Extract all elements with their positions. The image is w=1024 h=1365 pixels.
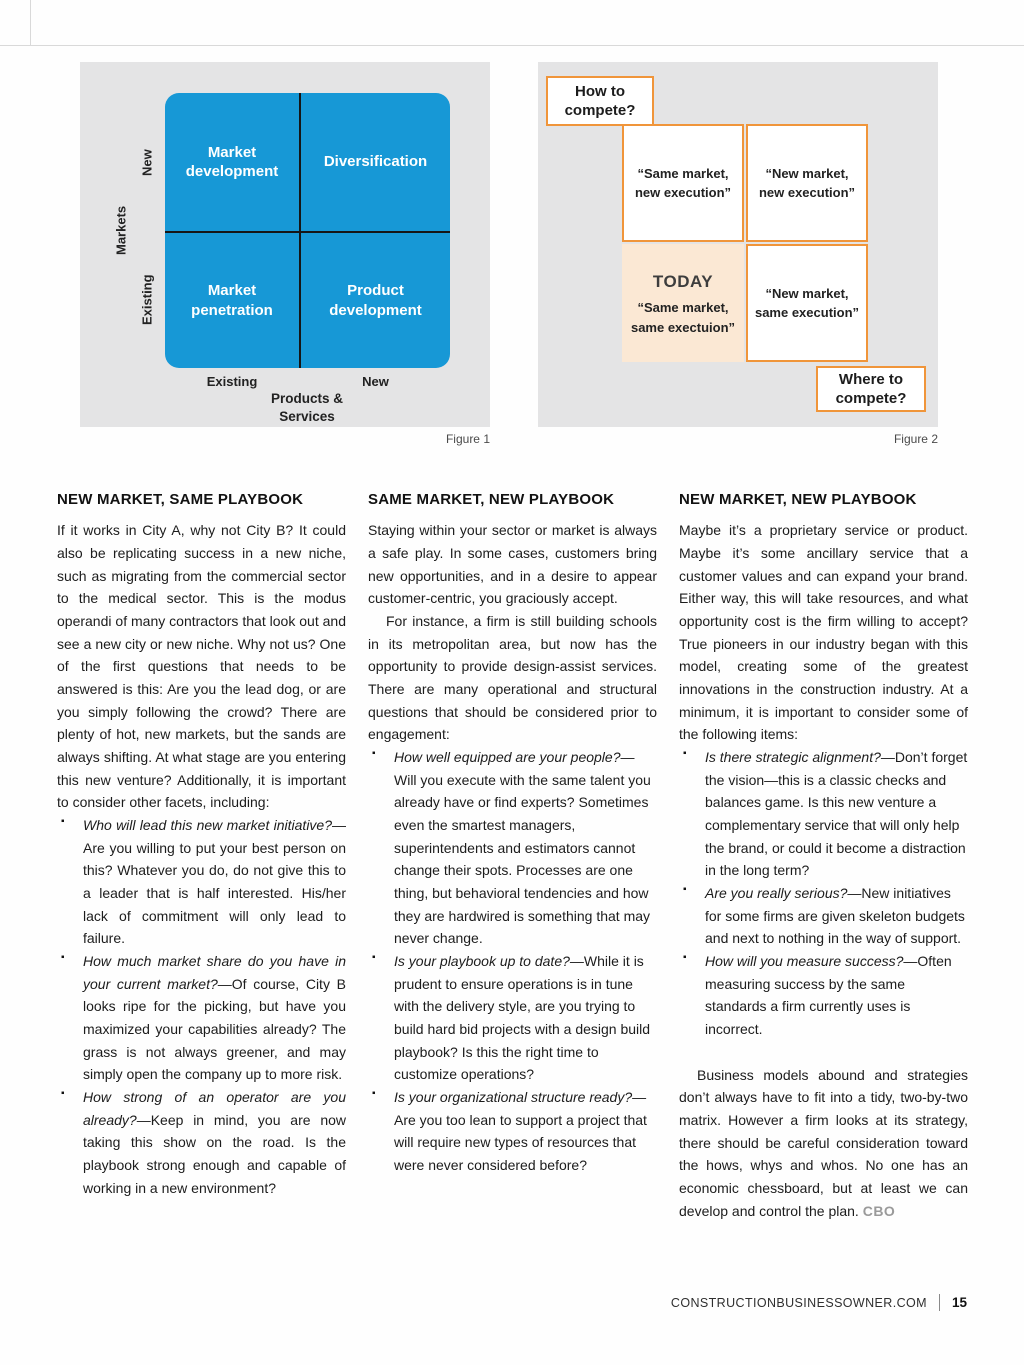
ansoff-matrix: Market development Diversification Marke…	[165, 93, 450, 368]
bullet-text: —While it is prudent to ensure operation…	[394, 953, 651, 1083]
where-to-compete-label: Where to compete?	[816, 366, 926, 412]
footer-website: CONSTRUCTIONBUSINESSOWNER.COM	[670, 1295, 927, 1310]
column-same-market-new-playbook: SAME MARKET, NEW PLAYBOOK Staying within…	[368, 488, 657, 1177]
list-item: ▪ Is your organizational structure ready…	[368, 1086, 657, 1177]
bullet-icon: ▪	[372, 952, 376, 964]
closing-text: Business models abound and strategies do…	[679, 1066, 968, 1219]
bullet-icon: ▪	[61, 952, 65, 964]
figure-2: How to compete? “Same market, new execut…	[538, 62, 938, 446]
bullet-icon: ▪	[61, 816, 65, 828]
bullet-text: —Of course, City B looks ripe for the pi…	[83, 975, 346, 1083]
bullet-text: —Often measuring success by the same sta…	[705, 953, 952, 1038]
quadrant-market-development: Market development	[185, 143, 279, 181]
cell-today-same-market-same-execution: TODAY “Same market, same exectuion”	[622, 244, 744, 362]
list-item: ▪ Is your playbook up to date?—While it …	[368, 950, 657, 1086]
paragraph: Maybe it’s a proprietary service or prod…	[679, 522, 968, 743]
cell-new-market-new-execution: “New market, new execution”	[746, 124, 868, 242]
bullet-question: How well equipped are your people?	[394, 749, 621, 766]
bullet-question: Are you really serious?	[705, 885, 848, 902]
quadrant-product-development: Product development	[329, 282, 422, 319]
bullet-question: Is your organizational structure ready?	[394, 1089, 633, 1106]
quadrant-market-penetration: Market penetration	[191, 282, 273, 319]
list-item: ▪ How strong of an operator are you alre…	[57, 1086, 346, 1199]
figure-1-caption: Figure 1	[445, 432, 490, 446]
bullet-question: How strong of an operator are you alread…	[83, 1089, 346, 1128]
x-axis-label-existing: Existing	[206, 374, 258, 389]
list-item: ▪ Is there strategic alignment?—Don’t fo…	[679, 746, 968, 882]
bullet-text: —New initiatives for some firms are give…	[705, 885, 965, 947]
paragraph: If it works in City A, why not City B? I…	[57, 522, 346, 811]
bullet-text: —Don’t forget the vision—this is a class…	[705, 749, 968, 879]
section-heading: NEW MARKET, SAME PLAYBOOK	[57, 491, 304, 508]
bullet-icon: ▪	[683, 884, 687, 896]
bullet-question: How much market share do you have in you…	[83, 953, 346, 992]
bullet-text: —Are you too lean to support a project t…	[394, 1089, 647, 1174]
paragraph: For instance, a firm is still building s…	[368, 612, 657, 743]
x-axis-title: Products & Services	[270, 391, 343, 424]
bullet-icon: ▪	[372, 748, 376, 760]
today-label: TODAY	[652, 271, 714, 291]
figure-1: Markets New Existing Market development …	[80, 62, 490, 446]
column-new-market-same-playbook: NEW MARKET, SAME PLAYBOOK If it works in…	[57, 488, 346, 1199]
top-tick-rule	[30, 0, 31, 45]
bullet-icon: ▪	[372, 1088, 376, 1100]
bullet-text: —Are you willing to put your best person…	[83, 817, 346, 947]
matrix-horizontal-divider	[165, 231, 450, 233]
quadrant-diversification: Diversification	[323, 153, 428, 171]
list-item: ▪ How well equipped are your people?—Wil…	[368, 746, 657, 950]
matrix-vertical-divider	[299, 93, 301, 368]
y-axis-label-existing: Existing	[139, 274, 155, 326]
column-new-market-new-playbook: NEW MARKET, NEW PLAYBOOK Maybe it’s a pr…	[679, 488, 968, 1222]
list-item: ▪ Who will lead this new market initiati…	[57, 814, 346, 950]
bullet-text: —Will you execute with the same talent y…	[394, 749, 651, 947]
list-item: ▪ How will you measure success?—Often me…	[679, 950, 968, 1041]
page-footer: CONSTRUCTIONBUSINESSOWNER.COM 15	[671, 1294, 967, 1311]
y-axis-label-new: New	[139, 149, 155, 176]
how-to-compete-label: How to compete?	[546, 76, 654, 126]
section-heading: SAME MARKET, NEW PLAYBOOK	[368, 491, 615, 508]
list-item: ▪ How much market share do you have in y…	[57, 950, 346, 1086]
cell-same-market-new-execution: “Same market, new execution”	[622, 124, 744, 242]
closing-paragraph: Business models abound and strategies do…	[679, 1064, 968, 1223]
bullet-question: Who will lead this new market initiative…	[83, 817, 332, 834]
top-rule	[0, 45, 1024, 46]
bullet-question: How will you measure success?	[705, 953, 904, 970]
bullet-icon: ▪	[61, 1088, 65, 1100]
cell-new-market-same-execution: “New market, same execution”	[746, 244, 868, 362]
figure-1-panel: Markets New Existing Market development …	[80, 62, 490, 427]
bullet-text: —Keep in mind, you are now taking this s…	[83, 1111, 346, 1196]
bullet-icon: ▪	[683, 952, 687, 964]
list-item: ▪ Are you really serious?—New initiative…	[679, 882, 968, 950]
paragraph: Staying within your sector or market is …	[368, 522, 657, 607]
today-cell-text: “Same market, same exectuion”	[630, 300, 736, 335]
figure-2-panel: How to compete? “Same market, new execut…	[538, 62, 938, 427]
bullet-question: Is there strategic alignment?	[705, 749, 881, 766]
figure-2-caption: Figure 2	[893, 432, 938, 446]
bullet-icon: ▪	[683, 748, 687, 760]
page-number: 15	[951, 1295, 967, 1310]
footer-divider	[938, 1294, 940, 1311]
cbo-end-mark: CBO	[862, 1202, 896, 1219]
y-axis-title: Markets	[113, 205, 129, 256]
section-heading: NEW MARKET, NEW PLAYBOOK	[679, 491, 917, 508]
x-axis-label-new: New	[362, 374, 389, 389]
bullet-question: Is your playbook up to date?	[394, 953, 570, 970]
